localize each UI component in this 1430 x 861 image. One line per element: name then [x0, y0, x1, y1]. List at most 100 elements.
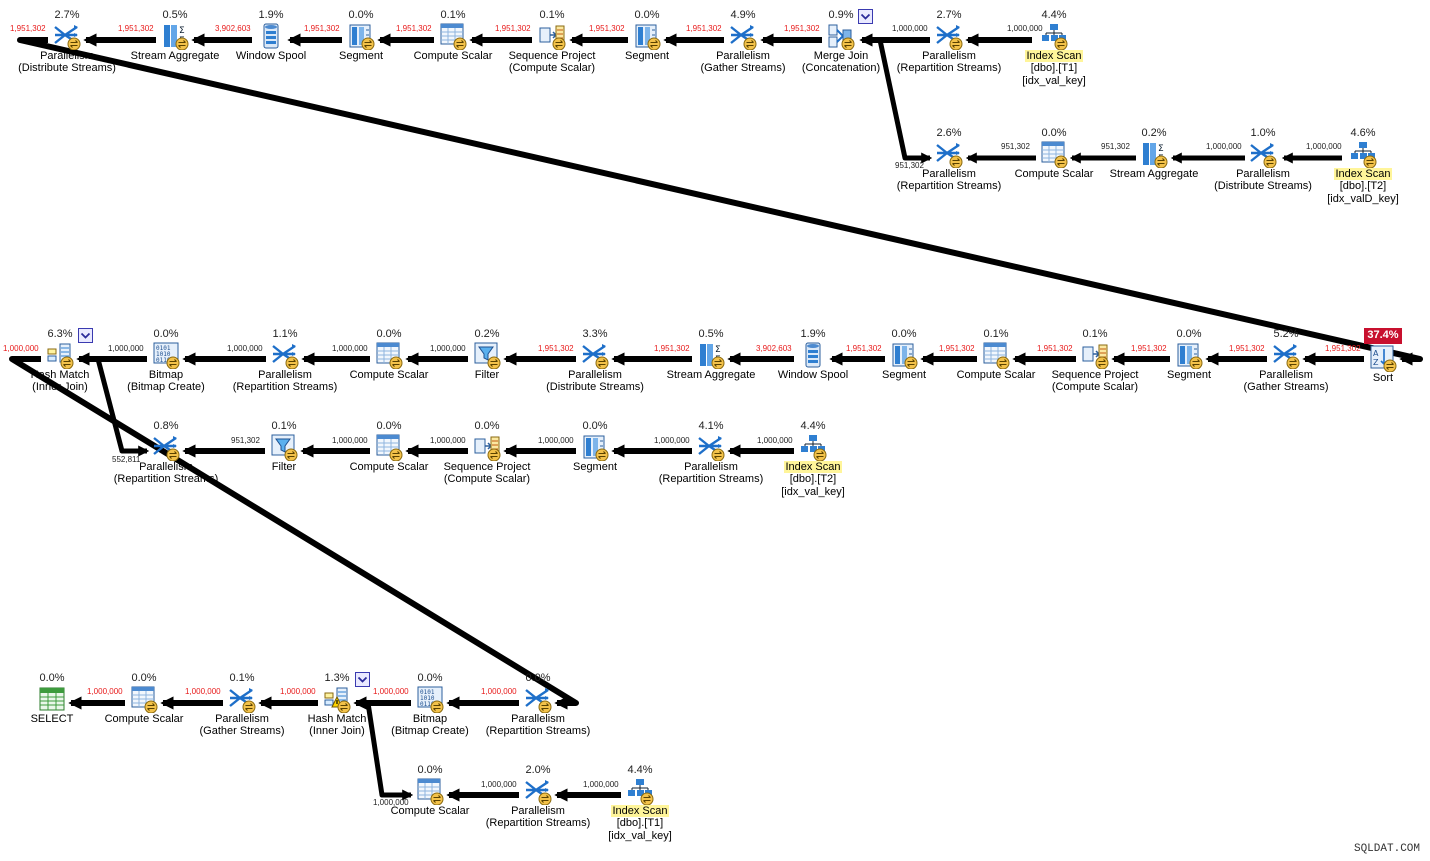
compute-scalar-icon[interactable]	[439, 22, 467, 50]
plan-operator-r5-par-gather[interactable]: 0.1%Parallelism(Gather Streams)	[172, 672, 312, 738]
index-scan-icon[interactable]	[1040, 22, 1068, 50]
plan-operator-r1-segment2[interactable]: 0.0%Segment	[577, 9, 717, 62]
plan-operator-r3-stream-agg[interactable]: 0.5%ΣΣStream Aggregate	[641, 328, 781, 381]
plan-operator-r6-idx-scan[interactable]: 4.4%Index Scan[dbo].[T1][idx_val_key]	[570, 764, 710, 842]
select-icon[interactable]	[38, 685, 66, 713]
plan-operator-r1-compute[interactable]: 0.1%Compute Scalar	[383, 9, 523, 62]
segment-icon[interactable]	[633, 22, 661, 50]
plan-operator-r2-compute[interactable]: 0.0%Compute Scalar	[984, 127, 1124, 180]
plan-operator-r3-filter[interactable]: 0.2%Filter	[417, 328, 557, 381]
plan-operator-r2-par-dist[interactable]: 1.0%Parallelism(Distribute Streams)	[1193, 127, 1333, 193]
plan-operator-r2-idx-scan[interactable]: 4.6%Index Scan[dbo].[T2][idx_valD_key]	[1293, 127, 1430, 205]
sequence-project-icon[interactable]	[538, 22, 566, 50]
plan-operator-r5-hash-match[interactable]: 1.3%Hash Match(Inner Join)	[267, 672, 407, 738]
sequence-project-icon[interactable]	[1081, 341, 1109, 369]
chevron-down-icon[interactable]	[355, 672, 370, 687]
stream-aggregate-icon[interactable]: ΣΣ	[161, 22, 189, 50]
index-scan-icon[interactable]	[799, 433, 827, 461]
parallelism-icon[interactable]	[524, 777, 552, 805]
segment-icon[interactable]	[347, 22, 375, 50]
operator-name: Index Scan	[984, 49, 1124, 62]
plan-operator-r3-compute[interactable]: 0.0%Compute Scalar	[319, 328, 459, 381]
operator-name-text: Index Scan	[784, 460, 842, 473]
merge-join-icon[interactable]	[827, 22, 855, 50]
parallelism-icon[interactable]	[524, 685, 552, 713]
plan-operator-r1-window-spool[interactable]: 1.9%Window Spool	[201, 9, 341, 62]
plan-operator-r1-par-dist[interactable]: 2.7%Parallelism(Distribute Streams)	[0, 9, 137, 75]
compute-scalar-icon[interactable]	[982, 341, 1010, 369]
plan-operator-r1-stream-agg[interactable]: 0.5%ΣΣStream Aggregate	[105, 9, 245, 62]
plan-operator-r4-par-repart2[interactable]: 4.1%Parallelism(Repartition Streams)	[641, 420, 781, 486]
plan-operator-r4-compute[interactable]: 0.0%Compute Scalar	[319, 420, 459, 473]
plan-operator-r1-idx-scan[interactable]: 4.4%Index Scan[dbo].[T1][idx_val_key]	[984, 9, 1124, 87]
plan-operator-r3-segment2[interactable]: 0.0%Segment	[1119, 328, 1259, 381]
plan-operator-r2-stream-agg[interactable]: 0.2%ΣΣStream Aggregate	[1084, 127, 1224, 180]
filter-icon[interactable]	[473, 341, 501, 369]
hash-match-icon[interactable]	[46, 341, 74, 369]
chevron-down-icon[interactable]	[78, 328, 93, 343]
hash-match-warn-icon[interactable]	[323, 685, 351, 713]
plan-operator-r3-window-spool[interactable]: 1.9%Window Spool	[743, 328, 883, 381]
parallelism-icon[interactable]	[697, 433, 725, 461]
plan-operator-r3-compute2[interactable]: 0.1%Compute Scalar	[926, 328, 1066, 381]
plan-operator-r4-segment[interactable]: 0.0%Segment	[525, 420, 665, 473]
parallelism-icon[interactable]	[581, 341, 609, 369]
plan-operator-r4-par-repart[interactable]: 0.8%Parallelism(Repartition Streams)	[96, 420, 236, 486]
plan-operator-r1-par-repart[interactable]: 2.7%Parallelism(Repartition Streams)	[879, 9, 1019, 75]
plan-operator-r4-filter[interactable]: 0.1%Filter	[214, 420, 354, 473]
index-scan-icon[interactable]	[626, 777, 654, 805]
parallelism-icon[interactable]	[53, 22, 81, 50]
index-scan-icon[interactable]	[1349, 140, 1377, 168]
plan-operator-r3-par-repart[interactable]: 1.1%Parallelism(Repartition Streams)	[215, 328, 355, 394]
compute-scalar-icon[interactable]	[375, 433, 403, 461]
plan-operator-r6-par-repart[interactable]: 2.0%Parallelism(Repartition Streams)	[468, 764, 608, 830]
compute-scalar-icon[interactable]	[416, 777, 444, 805]
plan-operator-r4-seqproj[interactable]: 0.0%Sequence Project(Compute Scalar)	[417, 420, 557, 486]
parallelism-icon[interactable]	[271, 341, 299, 369]
plan-operator-r4-idx-scan[interactable]: 4.4%Index Scan[dbo].[T2][idx_val_key]	[743, 420, 883, 498]
plan-operator-r1-seqproj[interactable]: 0.1%Sequence Project(Compute Scalar)	[482, 9, 622, 75]
plan-operator-r6-compute[interactable]: 0.0%Compute Scalar	[360, 764, 500, 817]
plan-operator-r3-segment[interactable]: 0.0%Segment	[834, 328, 974, 381]
chevron-down-icon[interactable]	[858, 9, 873, 24]
window-spool-icon[interactable]	[799, 341, 827, 369]
parallelism-icon[interactable]	[1249, 140, 1277, 168]
compute-scalar-icon[interactable]	[1040, 140, 1068, 168]
plan-operator-r2-par-repart[interactable]: 2.6%Parallelism(Repartition Streams)	[879, 127, 1019, 193]
operator-cost-percent: 2.0%	[468, 764, 608, 777]
parallelism-icon[interactable]	[935, 140, 963, 168]
plan-operator-r5-select[interactable]: 0.0%SELECT	[0, 672, 122, 725]
plan-operator-r3-hash-match[interactable]: 6.3%Hash Match(Inner Join)	[0, 328, 130, 394]
window-spool-icon[interactable]	[257, 22, 285, 50]
segment-icon[interactable]	[890, 341, 918, 369]
plan-operator-r1-segment[interactable]: 0.0%Segment	[291, 9, 431, 62]
parallelism-icon[interactable]	[729, 22, 757, 50]
sequence-project-icon[interactable]	[473, 433, 501, 461]
plan-operator-r3-seqproj[interactable]: 0.1%Sequence Project(Compute Scalar)	[1025, 328, 1165, 394]
filter-icon[interactable]	[270, 433, 298, 461]
compute-scalar-icon[interactable]	[130, 685, 158, 713]
parallelism-icon[interactable]	[935, 22, 963, 50]
stream-aggregate-icon[interactable]: ΣΣ	[697, 341, 725, 369]
parallelism-icon[interactable]	[1272, 341, 1300, 369]
parallelism-icon[interactable]	[228, 685, 256, 713]
segment-icon[interactable]	[581, 433, 609, 461]
plan-operator-r3-par-dist[interactable]: 3.3%Parallelism(Distribute Streams)	[525, 328, 665, 394]
plan-operator-r5-compute[interactable]: 0.0%Compute Scalar	[74, 672, 214, 725]
stream-aggregate-icon[interactable]: ΣΣ	[1140, 140, 1168, 168]
plan-operator-r1-par-gather[interactable]: 4.9%Parallelism(Gather Streams)	[673, 9, 813, 75]
compute-scalar-icon[interactable]	[375, 341, 403, 369]
parallelism-icon[interactable]	[152, 433, 180, 461]
segment-icon[interactable]	[1175, 341, 1203, 369]
plan-operator-r5-par-repart[interactable]: 0.0%Parallelism(Repartition Streams)	[468, 672, 608, 738]
plan-operator-r1-merge-join[interactable]: 0.9%Merge Join(Concatenation)	[771, 9, 911, 75]
operator-name: Segment	[834, 369, 974, 382]
row-count-label: 1,951,302	[939, 344, 975, 353]
plan-operator-r3-par-gather[interactable]: 5.2%Parallelism(Gather Streams)	[1216, 328, 1356, 394]
